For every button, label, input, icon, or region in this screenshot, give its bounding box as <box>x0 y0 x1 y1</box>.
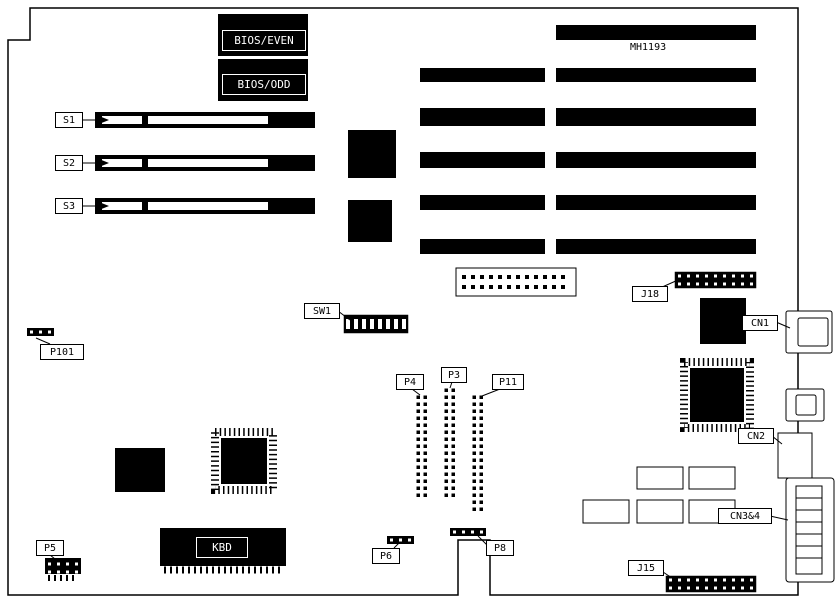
bios-even-label: BIOS/EVEN <box>222 30 306 51</box>
callout-j18: J18 <box>632 286 668 302</box>
center-pin-connector <box>455 267 577 297</box>
cn3-4-connector <box>785 477 835 583</box>
chip-square-2 <box>348 200 392 242</box>
callout-p4: P4 <box>396 374 424 390</box>
empty-sockets <box>582 466 736 524</box>
chip-square-1 <box>348 130 396 178</box>
qfp-chip-right <box>680 358 754 432</box>
j18-header <box>674 271 757 289</box>
callout-p101: P101 <box>40 344 84 360</box>
sw1-dip-switch <box>343 314 409 334</box>
socket-s3 <box>95 198 315 214</box>
callout-cn3-4: CN3&4 <box>718 508 772 524</box>
expansion-slot-bars <box>420 25 756 254</box>
callout-sw1: SW1 <box>304 303 340 319</box>
callout-s3: S3 <box>55 198 83 214</box>
p3-header <box>443 387 457 497</box>
socket-s2 <box>95 155 315 171</box>
callout-p3: P3 <box>441 367 467 383</box>
callout-s2: S2 <box>55 155 83 171</box>
cn1-db-connector <box>785 310 833 354</box>
callout-p6: P6 <box>372 548 400 564</box>
bios-odd-label: BIOS/ODD <box>222 74 306 95</box>
kbd-chip <box>160 528 286 574</box>
callout-p5: P5 <box>36 540 64 556</box>
j15-header <box>665 575 757 593</box>
bios-even-chip <box>218 14 308 56</box>
callout-cn2: CN2 <box>738 428 774 444</box>
socket-s1 <box>95 112 315 128</box>
callout-s1: S1 <box>55 112 83 128</box>
p5-connector <box>45 558 81 581</box>
part-number: MH1193 <box>630 42 667 53</box>
p8-pinstrip <box>450 528 486 536</box>
callout-cn1: CN1 <box>742 315 778 331</box>
cn1-chip <box>700 298 746 344</box>
callout-p8: P8 <box>486 540 514 556</box>
p11-header <box>471 394 485 514</box>
chip-square-left <box>115 448 165 492</box>
callout-j15: J15 <box>628 560 664 576</box>
callout-p11: P11 <box>492 374 524 390</box>
p4-header <box>415 394 429 499</box>
slot-arrowheads <box>99 116 109 210</box>
db9-connector <box>785 388 825 422</box>
p6-pinstrip <box>387 536 414 544</box>
p101-connector <box>27 328 54 336</box>
kbd-label: KBD <box>196 537 248 558</box>
qfp-chip-left <box>211 428 277 494</box>
cn2-connector <box>777 432 813 479</box>
